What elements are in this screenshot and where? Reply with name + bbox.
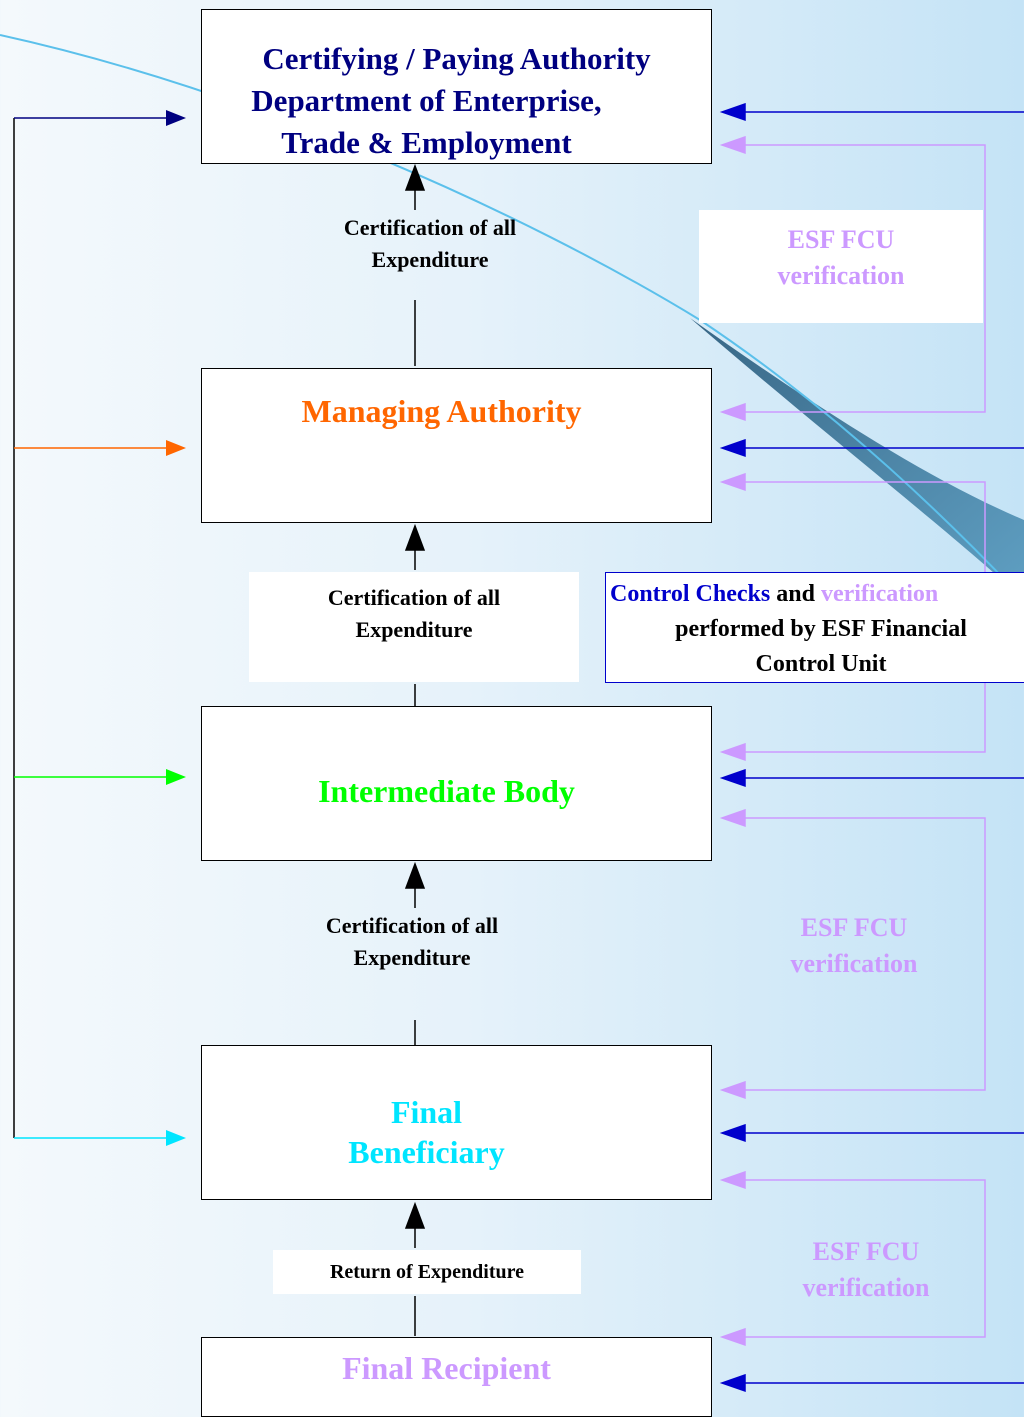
decorative-ribbon xyxy=(690,318,1024,600)
esf-fcu-verification-2-line2: verification xyxy=(790,949,918,978)
managing-authority-box: Managing Authority xyxy=(201,368,712,523)
esf-fcu-verification-2: ESF FCU verification xyxy=(720,910,988,982)
return-of-expenditure-label: Return of Expenditure xyxy=(273,1250,581,1294)
control-checks-box: Control Checks and verification performe… xyxy=(605,572,1024,683)
control-checks-line1: Control Checks and verification xyxy=(606,577,1024,612)
certifying-title-line1: Certifying / Paying Authority xyxy=(262,41,651,76)
final-beneficiary-line1: Final xyxy=(390,1094,463,1130)
esf-fcu-verification-3: ESF FCU verification xyxy=(732,1234,1000,1306)
control-checks-text: Control Checks xyxy=(610,581,771,607)
esf-fcu-verification-1-line1: ESF FCU xyxy=(787,225,895,254)
final-recipient-box: Final Recipient xyxy=(201,1337,712,1417)
esf-fcu-verification-3-line2: verification xyxy=(802,1273,930,1302)
certification-label-2-line1: Certification of all xyxy=(327,585,501,610)
final-beneficiary-line2: Beneficiary xyxy=(348,1134,505,1170)
certifying-title-line2: Department of Enterprise, xyxy=(251,83,602,118)
esf-label-1-bg xyxy=(699,210,983,323)
esf-fcu-verification-1: ESF FCU verification xyxy=(699,222,983,294)
control-verification-text: verification xyxy=(820,581,939,607)
certification-label-2: Certification of all Expenditure xyxy=(249,572,579,682)
final-recipient-title: Final Recipient xyxy=(342,1350,551,1386)
control-checks-line3: Control Unit xyxy=(755,651,887,677)
certification-label-3-line2: Expenditure xyxy=(353,945,471,970)
esf-fcu-verification-2-line1: ESF FCU xyxy=(800,913,908,942)
certifying-title-line3: Trade & Employment xyxy=(281,125,572,160)
control-and-text: and xyxy=(770,581,821,607)
certification-label-2-line2: Expenditure xyxy=(355,617,473,642)
certifying-authority-box: Certifying / Paying Authority Department… xyxy=(201,9,712,164)
managing-authority-title: Managing Authority xyxy=(301,393,582,429)
certification-label-1-line2: Expenditure xyxy=(371,247,489,272)
certification-arrows xyxy=(404,163,426,1336)
esf-fcu-verification-1-line2: verification xyxy=(777,261,905,290)
final-beneficiary-box: Final Beneficiary xyxy=(201,1045,712,1200)
left-connector xyxy=(13,110,186,1146)
intermediate-body-title: Intermediate Body xyxy=(318,773,575,809)
certification-label-3-line1: Certification of all xyxy=(325,913,499,938)
control-checks-line2: performed by ESF Financial xyxy=(675,616,967,642)
certification-label-1: Certification of all Expenditure xyxy=(300,212,560,276)
certification-label-1-line1: Certification of all xyxy=(343,215,517,240)
certification-label-3: Certification of all Expenditure xyxy=(282,910,542,974)
intermediate-body-box: Intermediate Body xyxy=(201,706,712,861)
esf-fcu-verification-3-line1: ESF FCU xyxy=(812,1237,920,1266)
control-arrows xyxy=(719,102,1024,1393)
